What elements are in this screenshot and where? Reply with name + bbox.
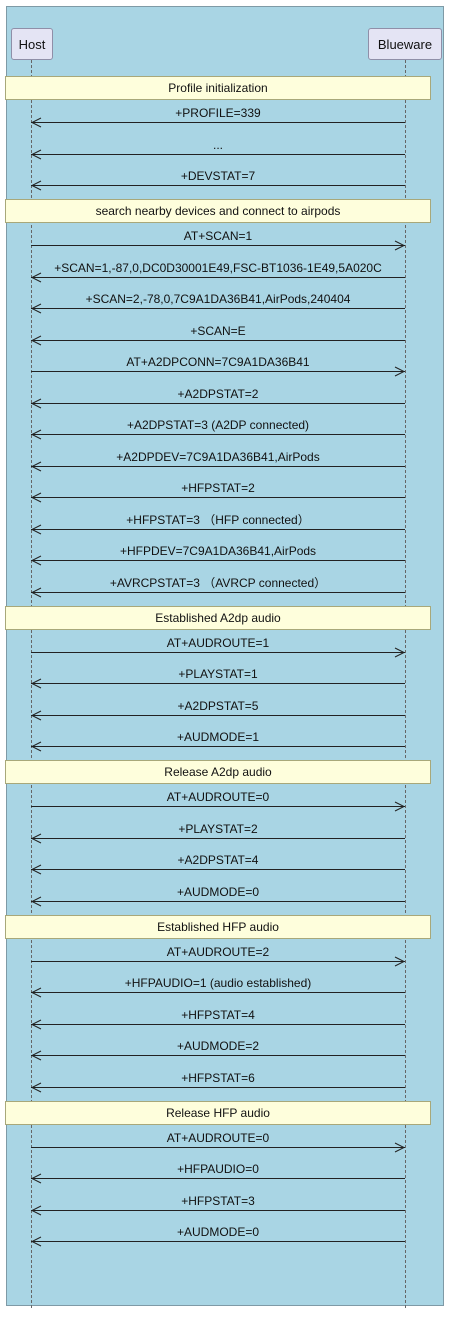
section-divider: Profile initialization [5,76,431,100]
arrow-to-host [30,1236,405,1247]
arrow-to-host [30,833,405,844]
arrow-to-blueware [31,956,406,967]
message-label: ... [212,138,223,152]
message-label: +HFPSTAT=3 [181,1194,255,1208]
message-label: AT+AUDROUTE=0 [166,790,270,804]
arrow-to-host [30,398,405,409]
arrow-to-host [30,710,405,721]
message-label: AT+AUDROUTE=0 [166,1131,270,1145]
message-label: +HFPSTAT=4 [181,1008,255,1022]
message-label: +AUDMODE=1 [176,730,260,744]
message-label: AT+A2DPCONN=7C9A1DA36B41 [126,355,310,369]
arrow-to-blueware [31,647,406,658]
arrow-to-host [30,587,405,598]
message-label: +A2DPSTAT=3 (A2DP connected) [126,418,310,432]
message-label: +A2DPSTAT=4 [177,853,259,867]
message-label: +AUDMODE=0 [176,1225,260,1239]
arrow-to-host [30,335,405,346]
arrow-to-host [30,524,405,535]
arrow-to-host [30,864,405,875]
message-label: +HFPSTAT=2 [181,481,255,495]
blueware-lifeline [405,60,406,1308]
arrow-to-host [30,1050,405,1061]
section-divider: Release A2dp audio [5,760,431,784]
arrow-to-host [30,492,405,503]
message-label: +SCAN=E [190,324,246,338]
arrow-to-host [30,180,405,191]
message-label: AT+AUDROUTE=2 [166,945,270,959]
arrow-to-blueware [31,1142,406,1153]
arrow-to-blueware [31,366,406,377]
message-label: +DEVSTAT=7 [180,169,256,183]
message-label: +AVRCPSTAT=3 （AVRCP connected） [109,576,327,590]
message-label: +A2DPSTAT=5 [177,699,259,713]
message-label: +HFPAUDIO=1 (audio established) [124,976,312,990]
message-label: +SCAN=1,-87,0,DC0D30001E49,FSC-BT1036-1E… [54,261,382,275]
message-label: +PLAYSTAT=2 [178,822,258,836]
arrow-to-host [30,429,405,440]
message-label: +A2DPSTAT=2 [177,387,259,401]
section-divider: Release HFP audio [5,1100,431,1125]
message-label: +AUDMODE=2 [176,1039,260,1053]
message-label: +PROFILE=339 [175,106,261,120]
arrow-to-host [30,149,405,160]
section-divider: search nearby devices and connect to air… [5,199,431,223]
arrow-to-blueware [31,801,406,812]
section-divider: Established HFP audio [5,914,431,939]
message-label: +A2DPDEV=7C9A1DA36B41,AirPods [116,450,320,464]
arrow-to-host [30,303,405,314]
arrow-to-host [30,1082,405,1093]
arrow-to-host [30,555,405,566]
message-label: +HFPSTAT=3 （HFP connected） [126,513,310,527]
arrow-to-host [30,272,405,283]
arrow-to-host [30,461,405,472]
arrow-to-host [30,1205,405,1216]
message-label: AT+SCAN=1 [183,229,253,243]
participant-blueware: Blueware [368,28,442,60]
message-label: +AUDMODE=0 [176,885,260,899]
arrow-to-host [30,1019,405,1030]
message-label: +HFPSTAT=6 [181,1071,255,1085]
arrow-to-blueware [31,240,406,251]
message-label: +HFPDEV=7C9A1DA36B41,AirPods [119,544,317,558]
message-label: AT+AUDROUTE=1 [166,636,270,650]
message-label: +HFPAUDIO=0 [177,1162,259,1176]
message-label: +PLAYSTAT=1 [178,667,258,681]
arrow-to-host [30,741,405,752]
message-label: +SCAN=2,-78,0,7C9A1DA36B41,AirPods,24040… [85,292,351,306]
section-divider: Established A2dp audio [5,605,431,630]
participant-host: Host [11,28,53,60]
arrow-to-host [30,1173,405,1184]
arrow-to-host [30,678,405,689]
arrow-to-host [30,987,405,998]
arrow-to-host [30,117,405,128]
arrow-to-host [30,896,405,907]
